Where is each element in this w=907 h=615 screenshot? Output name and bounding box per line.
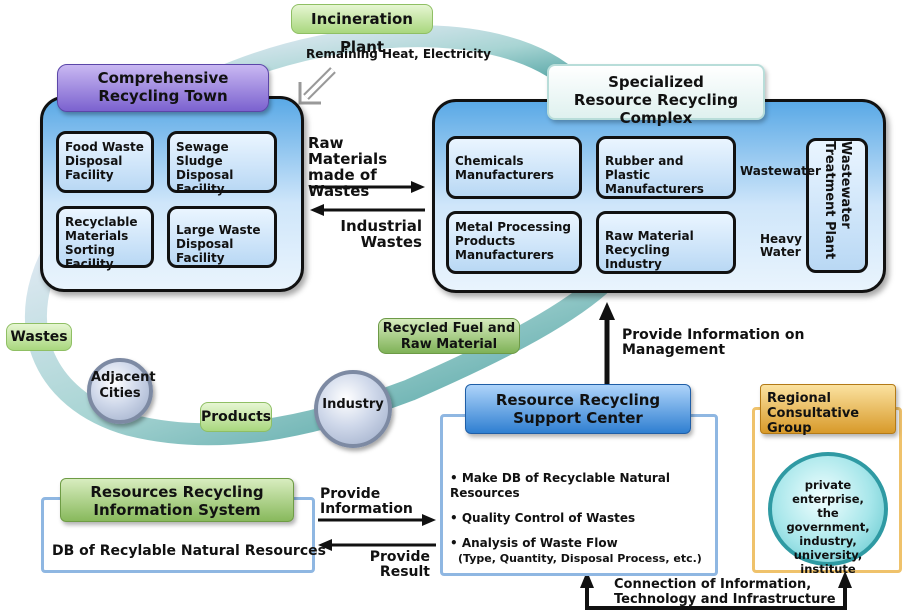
incineration-plant-tag: Incineration Plant <box>291 4 433 56</box>
products-tag: Products <box>200 402 272 432</box>
adjacent-cities-circle: Adjacent Cities <box>87 358 156 424</box>
remaining-heat-label: Remaining Heat, Electricity <box>306 47 491 61</box>
info-system-body: DB of Recylable Natural Resources <box>52 543 326 559</box>
consultative-members-circle: private enterprise, the government, indu… <box>768 452 888 576</box>
wastes-tag: Wastes <box>6 323 72 351</box>
industry-circle: Industry <box>314 370 392 448</box>
info-system-title: Resources Recycling Information System <box>60 478 294 522</box>
sewage-sludge-facility: Sewage Sludge Disposal Facility <box>167 131 277 196</box>
chemicals-manufacturers: Chemicals Manufacturers <box>446 136 582 199</box>
raw-materials-label: Raw Materials made of Wastes <box>308 134 388 200</box>
bullet-analysis: • Analysis of Waste Flow <box>450 536 618 550</box>
bullet-make-db: • Make DB of Recyclable Natural Resource… <box>450 471 670 500</box>
wastewater-label: Wastewater <box>740 164 821 178</box>
connection-label: Connection of Information, Technology an… <box>614 577 836 607</box>
complex-title: Specialized Resource Recycling Complex <box>547 64 765 127</box>
recycling-town-title: Comprehensive Recycling Town <box>57 64 269 112</box>
sorting-facility: Recyclable Materials Sorting Facility <box>56 206 154 271</box>
heat-arrow-icon <box>298 67 336 105</box>
bullet-quality-control: • Quality Control of Wastes <box>450 511 636 525</box>
large-waste-facility: Large Waste Disposal Facility <box>167 206 277 268</box>
support-center-panel <box>440 414 718 576</box>
support-center-bullets: • Make DB of Recyclable Natural Resource… <box>450 471 712 566</box>
heavy-water-label: Heavy Water <box>760 232 802 259</box>
industrial-wastes-label: Industrial Wastes <box>340 217 422 251</box>
recycled-fuel-tag: Recycled Fuel and Raw Material <box>378 318 520 354</box>
wastewater-treatment-plant: Wastewater Treatment Plant <box>806 138 868 273</box>
provide-information-label: Provide Information <box>320 486 413 517</box>
rubber-plastic-manufacturers: Rubber and Plastic Manufacturers <box>596 136 736 199</box>
support-center-title: Resource Recycling Support Center <box>465 384 691 434</box>
food-waste-facility: Food Waste Disposal Facility <box>56 131 154 193</box>
bullet-analysis-detail: (Type, Quantity, Disposal Process, etc.) <box>458 552 702 565</box>
provide-result-label: Provide Result <box>369 549 430 580</box>
consultative-title: Regional Consultative Group <box>760 384 896 436</box>
raw-material-recycling-industry: Raw Material Recycling Industry <box>596 211 736 274</box>
metal-processing-manufacturers: Metal Processing Products Manufacturers <box>446 211 582 274</box>
provide-info-mgmt-label: Provide Information on Management <box>622 327 805 358</box>
